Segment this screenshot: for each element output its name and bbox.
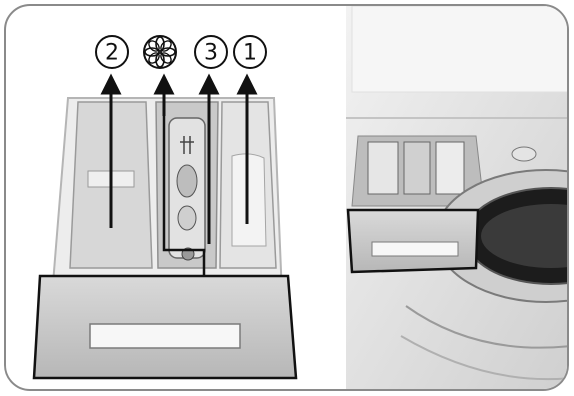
drawer-handle-label [90,324,240,348]
flower-icon [144,36,176,68]
washing-machine [346,6,569,391]
labels: 2 3 1 [96,36,266,68]
machine-drawer-handle [372,242,458,256]
label-compartment-2: 2 [105,41,119,66]
label-compartment-3: 3 [204,41,218,66]
drawer-top-view [34,98,296,378]
illustration: 2 3 1 [6,6,569,391]
label-compartment-1: 1 [243,41,257,66]
diagram-frame: 2 3 1 [4,4,569,391]
machine-drawer-front [348,210,478,272]
